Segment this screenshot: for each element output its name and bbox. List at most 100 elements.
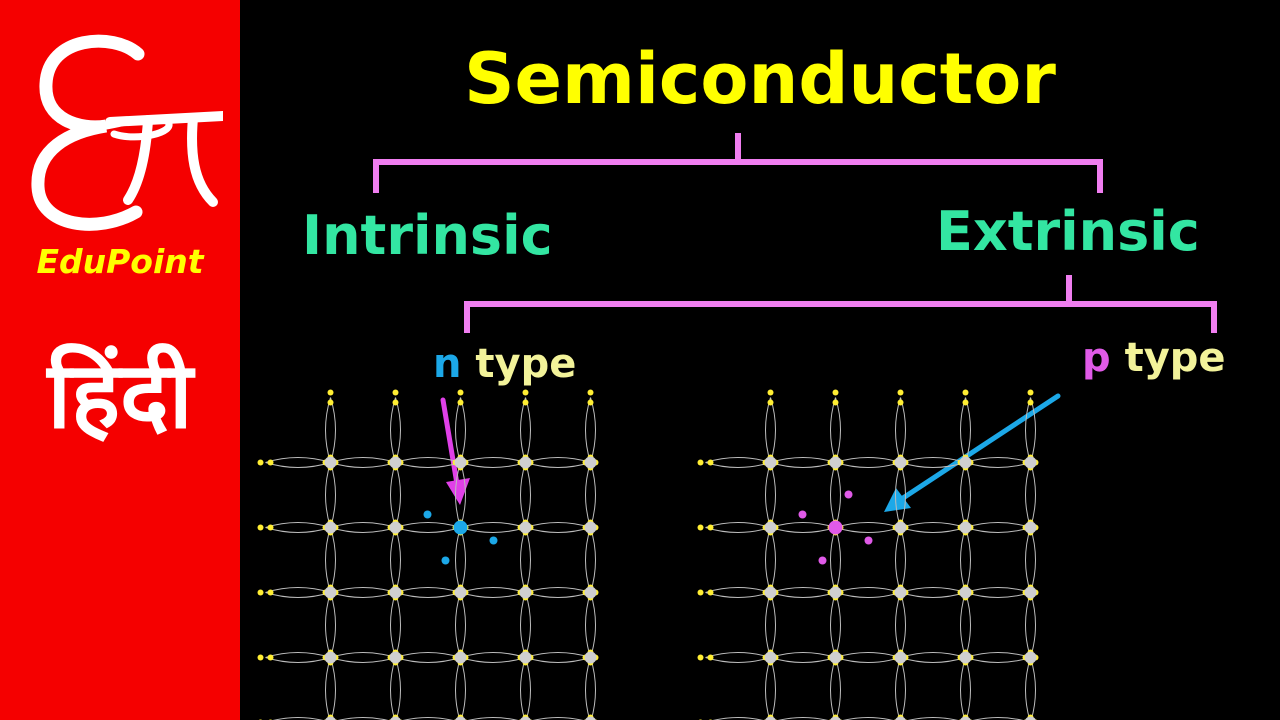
lattice-bond — [330, 657, 336, 720]
lattice-atom — [830, 716, 841, 720]
n-type-arrow — [440, 397, 470, 505]
lattice-bond — [460, 397, 466, 463]
n-type-label: n type — [433, 340, 576, 388]
lattice-bond — [395, 592, 401, 658]
lattice-bond — [965, 527, 971, 593]
lattice-bond — [395, 527, 401, 593]
valence-electron — [267, 459, 274, 466]
lattice-atom — [455, 716, 466, 720]
lattice-bond — [777, 717, 829, 720]
lattice-bond — [1025, 657, 1031, 720]
lattice-bond — [960, 657, 966, 720]
valence-electron — [897, 389, 904, 396]
lattice-bond — [585, 592, 591, 658]
lattice-bond — [460, 657, 466, 720]
lattice-bond — [770, 592, 836, 598]
lattice-bond — [520, 592, 526, 658]
valence-electron — [257, 459, 264, 466]
lattice-bond — [900, 397, 906, 463]
lattice-bond — [830, 527, 836, 593]
lattice-bond — [525, 457, 591, 463]
lattice-bond — [900, 527, 966, 533]
lattice-bond — [330, 462, 396, 468]
lattice-bond — [525, 657, 531, 720]
lattice-bond — [907, 717, 959, 720]
lattice-atom — [390, 716, 401, 720]
lattice-bond — [960, 592, 966, 658]
valence-electron — [1027, 389, 1034, 396]
lattice-atom — [1025, 716, 1036, 720]
lattice-bond — [960, 397, 966, 463]
lattice-atom — [519, 651, 532, 664]
valence-electron — [257, 524, 264, 531]
n-type-crystal-lattice — [257, 389, 599, 720]
lattice-bond — [590, 592, 596, 658]
lattice-bond — [395, 657, 401, 720]
valence-electron — [897, 399, 904, 406]
valence-electron — [962, 399, 969, 406]
lattice-bond — [395, 462, 401, 528]
lattice-bond — [770, 397, 776, 463]
lattice-bond — [830, 462, 836, 528]
lattice-bond — [455, 592, 461, 658]
lattice-atom — [829, 651, 842, 664]
intrinsic-label: Intrinsic — [302, 204, 553, 267]
lattice-bond — [835, 592, 841, 658]
lattice-bond — [460, 527, 466, 593]
lattice-bond — [265, 587, 331, 593]
lattice-bond — [1030, 592, 1036, 658]
lattice-atom — [324, 521, 337, 534]
lattice-bond — [705, 652, 771, 658]
lattice-bond — [467, 717, 519, 720]
lattice-bond — [1025, 592, 1031, 658]
lattice-atom — [454, 651, 467, 664]
lattice-atom — [895, 716, 906, 720]
p-type-word: type — [1124, 335, 1226, 381]
lattice-bond — [835, 527, 901, 533]
lattice-bond — [1030, 657, 1036, 720]
lattice-bond — [585, 462, 591, 528]
lattice-bond — [330, 652, 396, 658]
valence-electron — [767, 389, 774, 396]
lattice-bond — [765, 592, 771, 658]
lattice-bond — [835, 652, 901, 658]
edupoint-logo-icon — [31, 34, 223, 231]
lattice-atom — [959, 586, 972, 599]
lattice-bond — [972, 717, 1024, 720]
lattice-atom — [389, 521, 402, 534]
lattice-bond — [1025, 397, 1031, 463]
lattice-bond — [770, 457, 836, 463]
lattice-bond — [520, 657, 526, 720]
valence-electron — [257, 654, 264, 661]
valence-electron — [707, 459, 714, 466]
lattice-bond — [900, 522, 966, 528]
lattice-bond — [705, 522, 771, 528]
lattice-bond — [525, 652, 591, 658]
lattice-bond — [525, 657, 591, 663]
p-type-label: p type — [1082, 334, 1226, 382]
valence-electron — [587, 389, 594, 396]
impurity-electron — [864, 536, 873, 545]
lattice-bond — [330, 457, 396, 463]
lattice-bond — [395, 397, 401, 463]
lattice-bond — [1030, 527, 1036, 593]
lattice-bond — [395, 592, 461, 598]
lattice-bond — [965, 587, 1031, 593]
lattice-atom — [454, 456, 467, 469]
impurity-electron — [489, 536, 498, 545]
lattice-bond — [330, 587, 396, 593]
lattice-bond — [842, 717, 894, 720]
lattice-bond — [895, 657, 901, 720]
lattice-atom — [389, 586, 402, 599]
lattice-atom — [585, 716, 596, 720]
lattice-bond — [265, 592, 331, 598]
lattice-bond — [835, 522, 901, 528]
lattice-atom — [959, 521, 972, 534]
lattice-bond — [265, 527, 331, 533]
valence-electron — [457, 399, 464, 406]
extrinsic-bracket — [464, 275, 1217, 333]
lattice-atom — [519, 456, 532, 469]
lattice-bond — [712, 717, 764, 720]
lattice-bond — [900, 657, 906, 720]
lattice-bond — [590, 527, 596, 593]
